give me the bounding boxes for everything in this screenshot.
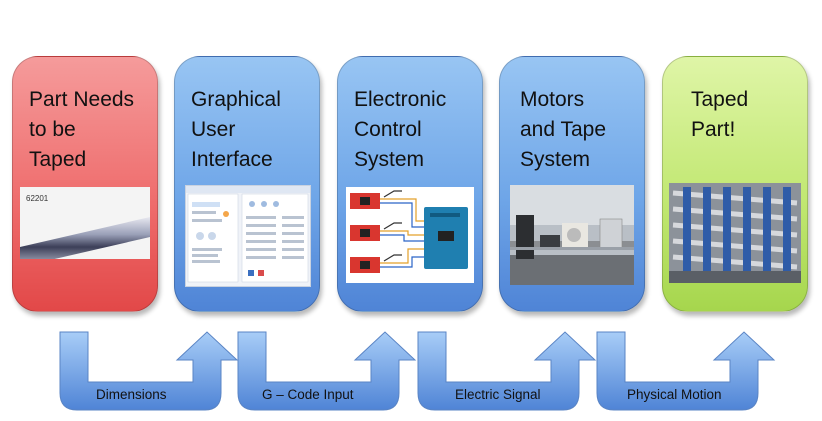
stage-taped-part: Taped Part! bbox=[662, 56, 808, 312]
connector-label-electric-signal: Electric Signal bbox=[455, 387, 541, 402]
stage-graphical-user-interface: Graphical User Interface bbox=[174, 56, 320, 312]
connector-arrow-4 bbox=[596, 331, 776, 411]
stage-part-needs-taping: Part Needs to be Taped 62201 bbox=[12, 56, 158, 312]
connector-label-gcode: G – Code Input bbox=[262, 387, 354, 402]
wiring-diagram-icon bbox=[346, 187, 474, 283]
stage-title: Taped Part! bbox=[691, 88, 749, 141]
gui-screenshot-icon bbox=[185, 185, 311, 287]
connector-arrow-2 bbox=[237, 331, 417, 411]
part-number-text: 62201 bbox=[26, 194, 49, 203]
stage-title: Motors and Tape System bbox=[520, 88, 607, 171]
stage-title: Part Needs to be Taped bbox=[29, 88, 135, 171]
connector-label-physical-motion: Physical Motion bbox=[627, 387, 722, 402]
connector-arrow-1 bbox=[59, 331, 239, 411]
connector-label-dimensions: Dimensions bbox=[96, 387, 167, 402]
stage-title: Graphical User Interface bbox=[191, 88, 281, 171]
stage-motors-and-tape-system: Motors and Tape System bbox=[499, 56, 645, 312]
stage-electronic-control-system: Electronic Control System bbox=[337, 56, 483, 312]
connector-arrow-3 bbox=[417, 331, 597, 411]
stage-title: Electronic Control System bbox=[354, 88, 447, 171]
taped-rods-photo-icon bbox=[669, 183, 801, 283]
steel-rod-photo-icon: 62201 bbox=[20, 187, 150, 259]
tape-machine-photo-icon bbox=[510, 185, 634, 285]
